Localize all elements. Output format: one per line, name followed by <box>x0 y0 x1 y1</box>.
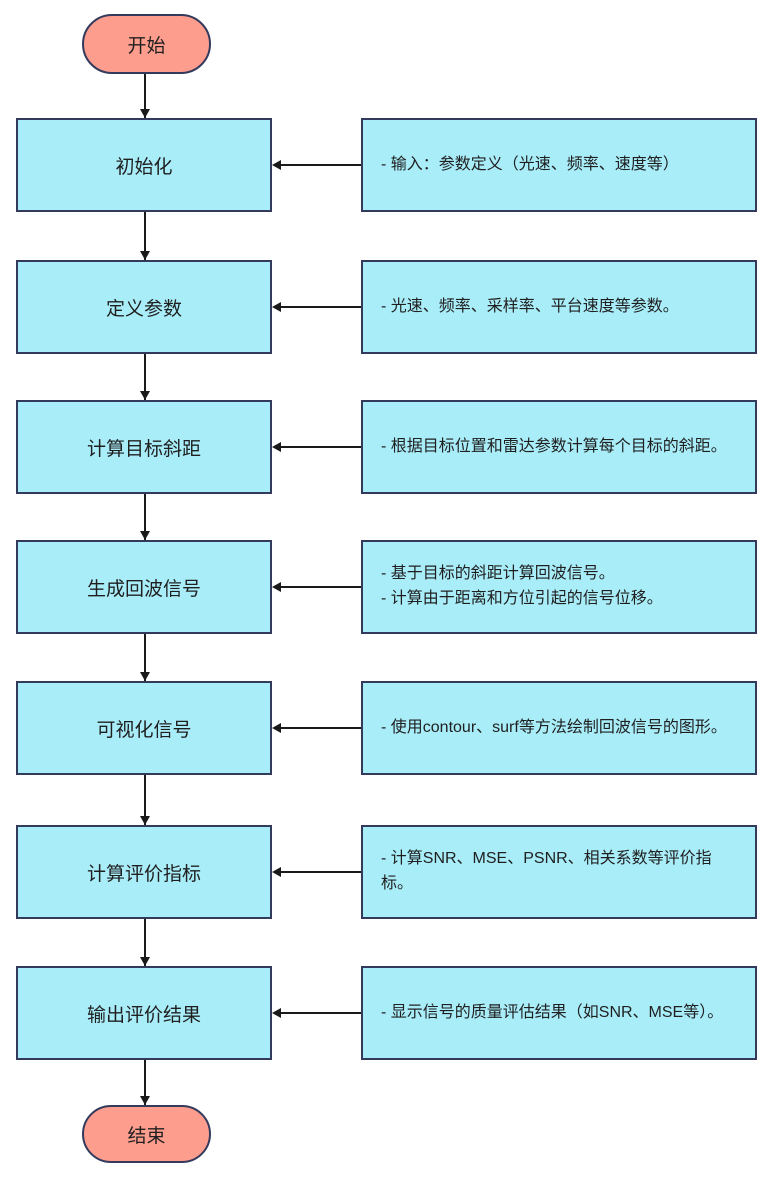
note-box-compute-slant-range: - 根据目标位置和雷达参数计算每个目标的斜距。 <box>361 400 757 494</box>
note-box-initialize: - 输入：参数定义（光速、频率、速度等） <box>361 118 757 212</box>
step-box-generate-echo: 生成回波信号 <box>16 540 272 634</box>
arrow-left-icon <box>272 867 361 877</box>
step-box-compute-metrics: 计算评价指标 <box>16 825 272 919</box>
note-text: - 根据目标位置和雷达参数计算每个目标的斜距。 <box>381 437 727 455</box>
step-label: 定义参数 <box>105 298 182 320</box>
note-box-define-params: - 光速、频率、采样率、平台速度等参数。 <box>361 260 757 354</box>
arrow-left-icon <box>272 302 361 312</box>
note-box-compute-metrics: - 计算SNR、MSE、PSNR、相关系数等评价指标。 <box>361 825 757 919</box>
arrow-left-icon <box>272 1008 361 1018</box>
arrow-down-icon <box>140 212 150 260</box>
end-label: 结束 <box>127 1125 166 1147</box>
step-label: 生成回波信号 <box>86 578 201 600</box>
note-text: - 使用contour、surf等方法绘制回波信号的图形。 <box>381 718 727 736</box>
step-label: 初始化 <box>115 156 173 178</box>
arrow-down-icon <box>140 1060 150 1105</box>
step-label: 可视化信号 <box>96 719 192 741</box>
start-node: 开始 <box>82 14 211 74</box>
step-box-visualize-signal: 可视化信号 <box>16 681 272 775</box>
note-box-generate-echo: - 基于目标的斜距计算回波信号。 - 计算由于距离和方位引起的信号位移。 <box>361 540 757 634</box>
step-box-compute-slant-range: 计算目标斜距 <box>16 400 272 494</box>
arrow-left-icon <box>272 723 361 733</box>
end-node: 结束 <box>82 1105 211 1163</box>
step-label: 计算目标斜距 <box>86 438 201 460</box>
arrow-left-icon <box>272 160 361 170</box>
arrow-left-icon <box>272 442 361 452</box>
step-box-initialize: 初始化 <box>16 118 272 212</box>
arrow-down-icon <box>140 919 150 966</box>
step-box-output-results: 输出评价结果 <box>16 966 272 1060</box>
note-text: - 计算SNR、MSE、PSNR、相关系数等评价指标。 <box>381 850 712 892</box>
start-label: 开始 <box>127 35 166 57</box>
note-text: - 输入：参数定义（光速、频率、速度等） <box>381 155 679 173</box>
step-label: 计算评价指标 <box>86 863 201 885</box>
arrow-down-icon <box>140 74 150 118</box>
arrow-left-icon <box>272 582 361 592</box>
step-box-define-params: 定义参数 <box>16 260 272 354</box>
note-text: - 光速、频率、采样率、平台速度等参数。 <box>381 297 679 315</box>
note-box-visualize-signal: - 使用contour、surf等方法绘制回波信号的图形。 <box>361 681 757 775</box>
arrow-down-icon <box>140 354 150 400</box>
note-box-output-results: - 显示信号的质量评估结果（如SNR、MSE等）。 <box>361 966 757 1060</box>
step-label: 输出评价结果 <box>86 1004 201 1026</box>
note-text: - 显示信号的质量评估结果（如SNR、MSE等）。 <box>381 1003 724 1021</box>
arrow-down-icon <box>140 634 150 681</box>
arrow-down-icon <box>140 494 150 540</box>
arrow-down-icon <box>140 775 150 825</box>
note-text: - 基于目标的斜距计算回波信号。 - 计算由于距离和方位引起的信号位移。 <box>381 565 663 607</box>
